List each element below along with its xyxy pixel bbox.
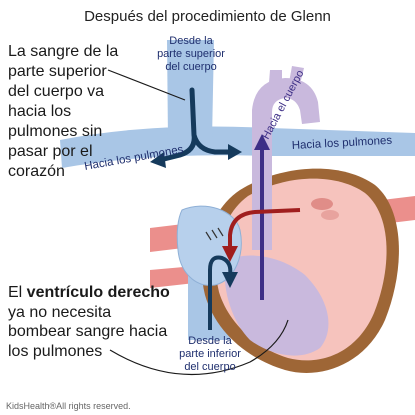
pulmonary-artery [60,126,415,168]
label-from-lower-1: Desde la [188,335,232,347]
annotation-right-ventricle-bold: ventrículo derecho [26,284,170,301]
annotation-right-ventricle-suffix: ya no necesita bombear sangre hacia los … [8,303,168,360]
aorta [252,78,320,250]
diagram-title: Después del procedimiento de Glenn [84,8,331,25]
pointer-line-top [107,69,186,101]
label-to-lungs-right: Hacia los pulmones [292,135,393,152]
label-from-lower-3: del cuerpo [184,361,235,373]
ivc-flow-arrow [208,255,233,330]
pointer-line-bottom [109,319,289,376]
annotation-upper-body-flow: La sangre de la parte superior del cuerp… [8,43,119,180]
label-from-upper-3: del cuerpo [165,61,216,73]
copyright-notice: KidsHealth®All rights reserved. [6,401,131,411]
left-heart-flow-arrow [228,208,301,250]
svc-flow-arrow [157,87,235,163]
annotation-right-ventricle-prefix: El [8,284,27,301]
annotation-right-ventricle: El ventrículo derecho ya no necesita bom… [8,283,178,361]
label-from-upper-1: Desde la [169,35,213,47]
heart [176,168,399,373]
label-from-lower-2: parte inferior [179,348,241,360]
label-from-upper-2: parte superior [157,48,225,60]
